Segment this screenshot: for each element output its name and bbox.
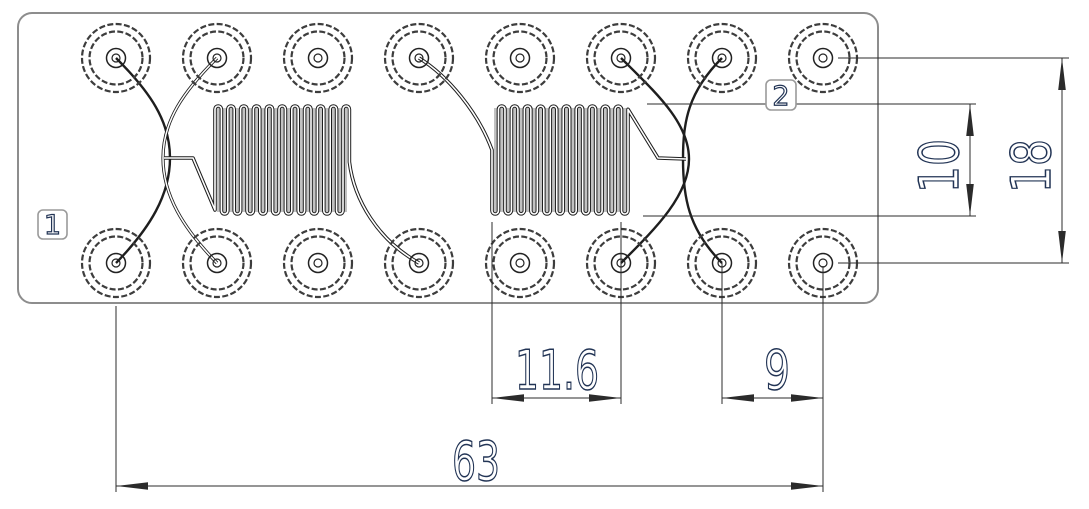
ring-tiny-circle [818, 53, 828, 63]
ring-mid-circle [88, 30, 144, 86]
ring-mid-circle [290, 30, 346, 86]
port [383, 227, 455, 299]
dim-9-arrows [722, 394, 823, 402]
dim-18-lines [838, 57, 1069, 264]
dimensions: 63 11.6 9 10 18 [115, 57, 1069, 494]
ring-tiny-circle [414, 258, 424, 268]
port [585, 22, 657, 94]
callout-2-label: 2 [772, 81, 789, 112]
port [282, 227, 354, 299]
callout-1-label: 1 [44, 210, 61, 241]
ring-small-circle [509, 47, 531, 69]
dim-63-lines [115, 266, 824, 492]
ring-mid-circle [492, 235, 548, 291]
port [282, 22, 354, 94]
port [484, 227, 556, 299]
ring-mid-circle [694, 30, 750, 86]
ring-tiny-circle [212, 258, 222, 268]
port [80, 22, 152, 94]
ring-small-circle [206, 47, 228, 69]
ring-small-circle [105, 47, 127, 69]
port [80, 227, 152, 299]
ring-small-circle [307, 47, 329, 69]
ring-mid-circle [593, 30, 649, 86]
ring-outer-circle [585, 22, 657, 94]
dim-11-6-text: 11.6 [515, 339, 599, 402]
ring-small-circle [509, 252, 531, 274]
callout-1-box [37, 209, 68, 240]
dim-10-text: 10 [908, 139, 971, 193]
ring-small-circle [610, 47, 632, 69]
ring-tiny-circle [515, 53, 525, 63]
dim-11-6-arrows [492, 394, 621, 402]
dim-18-text: 18 [1000, 139, 1063, 193]
dim-10-arrows [966, 104, 974, 216]
ring-mid-circle [391, 235, 447, 291]
callout-1: 1 [37, 209, 68, 242]
serpentine-mixer-2-core [418, 57, 687, 215]
ring-tiny-circle [818, 258, 828, 268]
serpentine2-underlay [494, 108, 626, 212]
ring-mid-circle [492, 30, 548, 86]
port [181, 22, 253, 94]
channel-arc-port2-core [162, 57, 218, 264]
ring-tiny-circle [212, 53, 222, 63]
ring-mid-circle [391, 30, 447, 86]
serpentine1-underlay [217, 108, 347, 212]
ring-outer-circle [383, 22, 455, 94]
ring-small-circle [105, 252, 127, 274]
ring-tiny-circle [111, 53, 121, 63]
ring-outer-circle [282, 22, 354, 94]
port [383, 22, 455, 94]
ring-mid-circle [88, 235, 144, 291]
ring-mid-circle [189, 30, 245, 86]
ring-outer-circle [282, 227, 354, 299]
callout-2: 2 [765, 79, 797, 113]
ring-tiny-circle [414, 53, 424, 63]
ring-outer-circle [686, 22, 758, 94]
ring-tiny-circle [313, 53, 323, 63]
ports-grid [80, 22, 859, 299]
ring-tiny-circle [313, 258, 323, 268]
ring-outer-circle [181, 22, 253, 94]
serpentine-mixer-1-core [164, 105, 420, 264]
ring-mid-circle [694, 235, 750, 291]
ring-mid-circle [593, 235, 649, 291]
ring-small-circle [711, 47, 733, 69]
ring-outer-circle [383, 227, 455, 299]
port [181, 227, 253, 299]
ring-outer-circle [80, 227, 152, 299]
ring-outer-circle [80, 22, 152, 94]
ring-small-circle [812, 47, 834, 69]
dim-9-text: 9 [764, 339, 790, 402]
ring-mid-circle [290, 235, 346, 291]
ring-outer-circle [484, 227, 556, 299]
channel-arc-port6 [620, 57, 691, 264]
ring-mid-circle [189, 235, 245, 291]
ring-small-circle [307, 252, 329, 274]
ring-small-circle [206, 252, 228, 274]
port [686, 22, 758, 94]
ring-tiny-circle [717, 53, 727, 63]
ring-outer-circle [484, 22, 556, 94]
ring-small-circle [408, 252, 430, 274]
chip-plate-outline [17, 12, 879, 304]
ring-outer-circle [181, 227, 253, 299]
ring-small-circle [408, 47, 430, 69]
ring-tiny-circle [515, 258, 525, 268]
dim-63-text: 63 [452, 430, 500, 493]
ring-tiny-circle [616, 53, 626, 63]
channel-network [115, 56, 723, 265]
callout-2-box [765, 79, 797, 111]
ring-tiny-circle [111, 258, 121, 268]
port [484, 22, 556, 94]
